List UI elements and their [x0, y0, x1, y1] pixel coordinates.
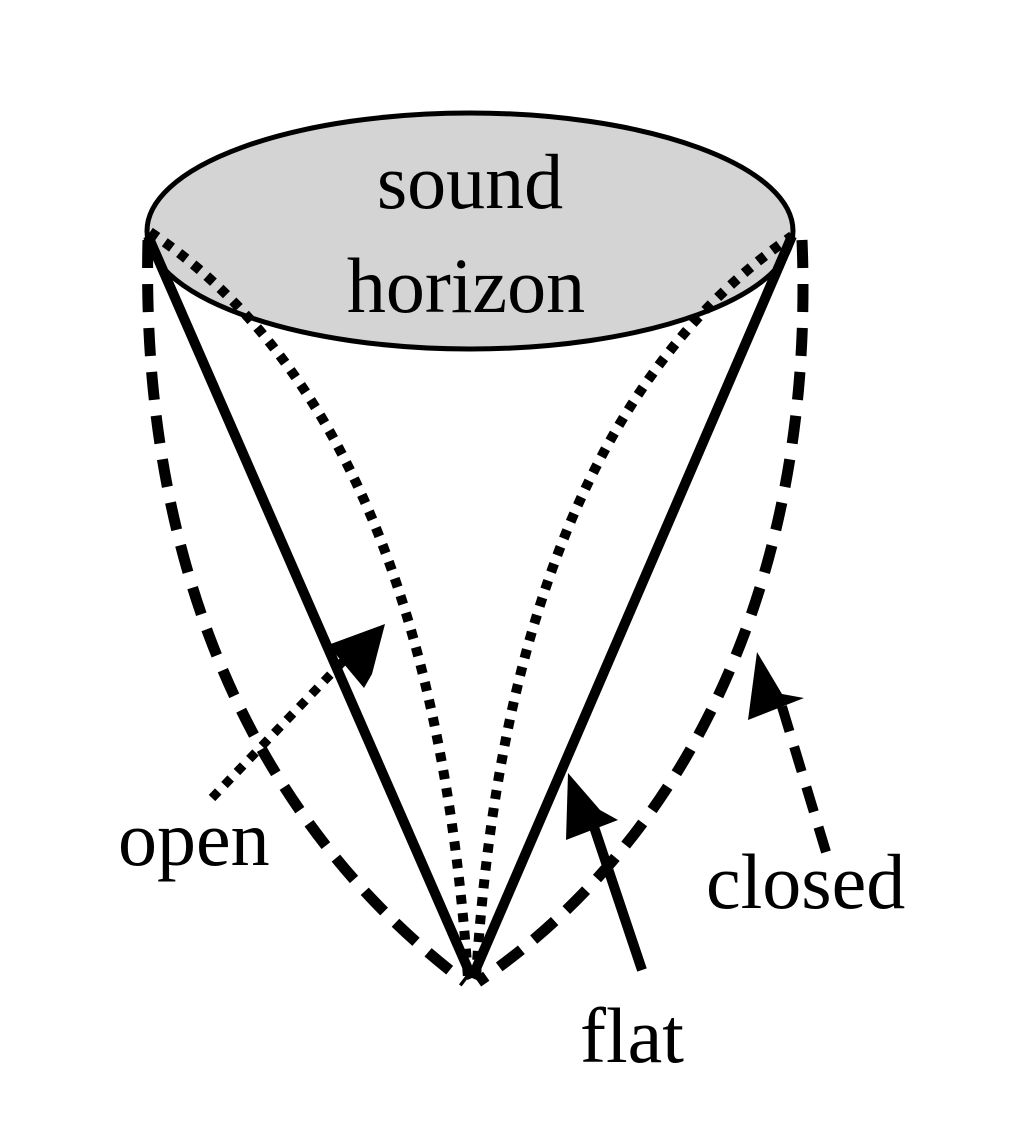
open-cone-left-curve — [147, 227, 473, 979]
closed-pointer-arrow — [748, 652, 831, 854]
open-pointer-arrow — [208, 624, 385, 802]
flat-arrowhead — [566, 773, 618, 840]
closed-arrow-shaft — [775, 698, 831, 854]
horizon-label-line1: sound — [377, 138, 563, 225]
closed-label: closed — [706, 838, 905, 925]
open-label: open — [118, 795, 270, 882]
open-cone-right-curve — [471, 231, 795, 979]
flat-label: flat — [580, 992, 684, 1079]
closed-cone-right-curve — [474, 239, 809, 987]
closed-arrowhead — [748, 652, 804, 720]
flat-cone-left-line — [143, 233, 477, 981]
sound-horizon-ellipse — [144, 110, 796, 352]
closed-cone-left-curve — [142, 239, 469, 987]
open-arrowhead — [328, 624, 385, 688]
flat-cone-right-line — [467, 234, 797, 980]
open-arrow-shaft — [208, 648, 356, 802]
flat-pointer-arrow — [566, 773, 647, 972]
horizon-label-line2: horizon — [347, 242, 585, 329]
flat-arrow-shaft — [585, 813, 647, 972]
